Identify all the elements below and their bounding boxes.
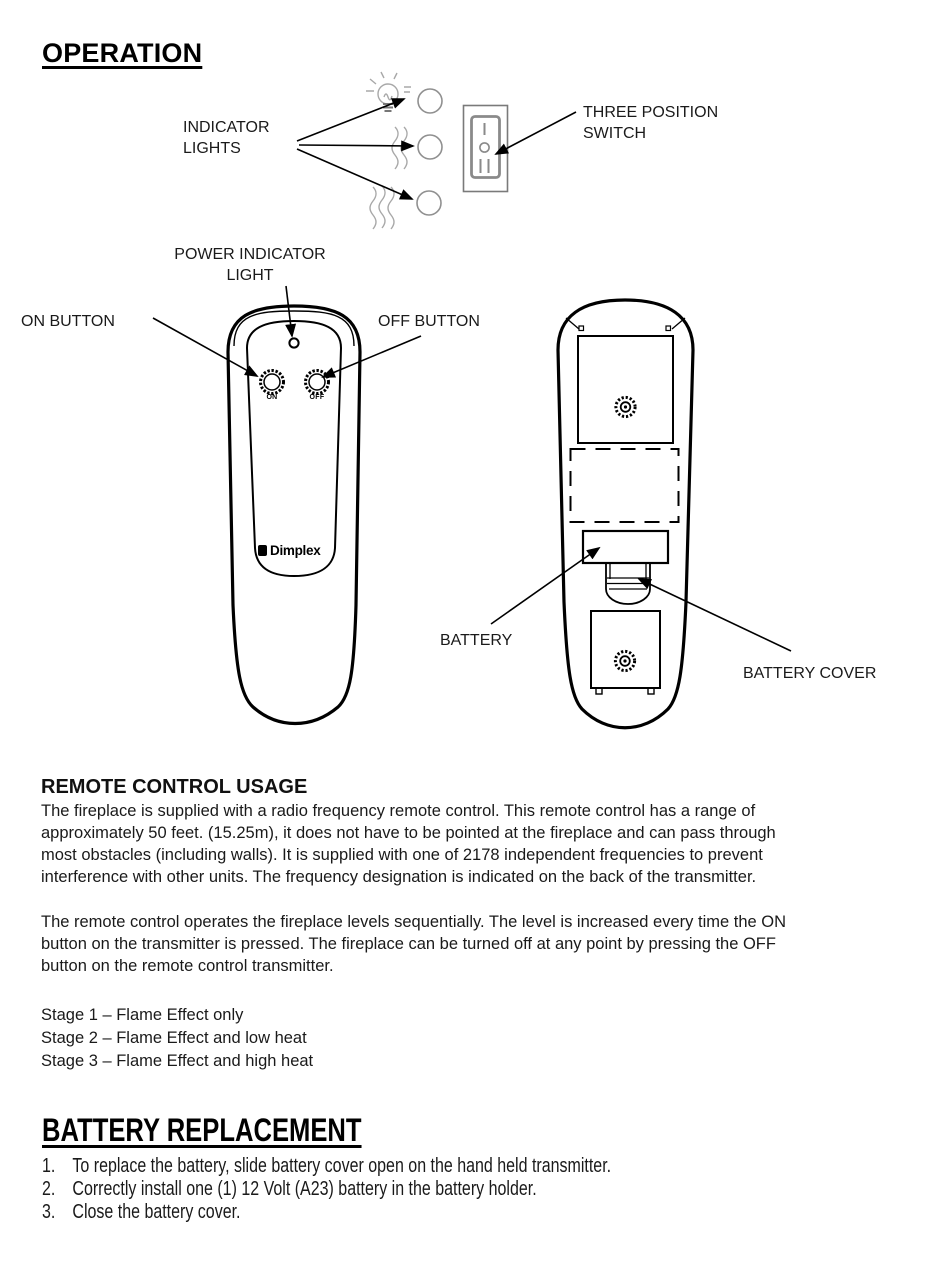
remote-back-outline — [556, 298, 695, 730]
on-button-caption: ON — [266, 394, 278, 401]
battery-rect — [581, 529, 670, 565]
remote-front-outline — [226, 304, 362, 725]
back-lower-panel — [590, 610, 661, 689]
usage-paragraph-1: The fireplace is supplied with a radio f… — [41, 802, 776, 886]
step-text: To replace the battery, slide battery co… — [72, 1155, 612, 1177]
brand-logo: Dimplex — [258, 543, 321, 558]
three-position-switch-icon — [462, 104, 509, 193]
remote-front — [226, 304, 362, 725]
indicator-lights-arrows — [296, 98, 415, 200]
power-light-arrow — [285, 285, 297, 338]
foot-left — [595, 687, 603, 695]
label-battery: BATTERY — [440, 632, 513, 649]
label-off-button: OFF BUTTON — [378, 313, 480, 330]
screw-icon-bottom — [613, 649, 637, 673]
off-button-arrow — [321, 335, 422, 378]
label-on-button: ON BUTTON — [21, 313, 115, 330]
screw-icon-top — [614, 395, 637, 419]
step-item-2: 2. Correctly install one (1) 12 Volt (A2… — [42, 1178, 762, 1201]
label-indicator-lights: INDICATOR LIGHTS — [183, 119, 270, 157]
foot-right — [647, 687, 655, 695]
battery-replacement-heading: BATTERY REPLACEMENT — [42, 1112, 362, 1148]
back-upper-panel — [577, 335, 674, 444]
operation-diagram — [152, 71, 792, 730]
battery-replacement-steps: 1. To replace the battery, slide battery… — [42, 1155, 762, 1224]
step-number: 3. — [42, 1201, 56, 1223]
switch-arrow — [494, 111, 577, 155]
indicator-light-2 — [417, 134, 443, 160]
step-number: 2. — [42, 1178, 56, 1200]
indicator-light-1 — [417, 88, 443, 114]
on-button-icon — [259, 369, 285, 395]
label-battery-cover: BATTERY COVER — [743, 665, 877, 682]
on-button-arrow — [152, 317, 259, 377]
off-button-caption: OFF — [309, 394, 325, 401]
remote-front-panel — [245, 319, 343, 578]
step-item-3: 3. Close the battery cover. — [42, 1201, 762, 1224]
corner-mark-left — [578, 325, 585, 332]
step-text: Correctly install one (1) 12 Volt (A23) … — [72, 1178, 537, 1200]
indicator-light-3 — [416, 190, 442, 216]
operation-heading: OPERATION — [42, 38, 203, 68]
usage-paragraph-2: The remote control operates the fireplac… — [41, 913, 787, 975]
remote-back — [556, 298, 695, 730]
indicator-light-circles — [416, 88, 443, 216]
battery-cover-arrow — [637, 578, 792, 652]
brand-name: Dimplex — [270, 543, 321, 558]
corner-mark-right — [665, 325, 672, 332]
battery-arrow — [490, 546, 601, 625]
heat-wave-icon-low — [391, 126, 408, 170]
label-three-position-switch: THREE POSITION SWITCH — [583, 104, 719, 142]
step-text: Close the battery cover. — [72, 1201, 241, 1223]
battery-cover-tab — [605, 563, 651, 605]
step-number: 1. — [42, 1155, 56, 1177]
label-power-indicator-light: POWER INDICATOR LIGHT — [174, 246, 326, 284]
stage-list: Stage 1 – Flame Effect only Stage 2 – Fl… — [41, 1006, 314, 1070]
step-item-1: 1. To replace the battery, slide battery… — [42, 1155, 762, 1178]
heat-wave-icon-high — [369, 185, 395, 230]
power-indicator-light-dot — [288, 337, 300, 349]
dimplex-flame-mark — [258, 545, 267, 556]
frequency-panel-dashed — [569, 448, 680, 523]
off-button-icon — [304, 369, 330, 395]
usage-heading: REMOTE CONTROL USAGE — [41, 776, 308, 798]
